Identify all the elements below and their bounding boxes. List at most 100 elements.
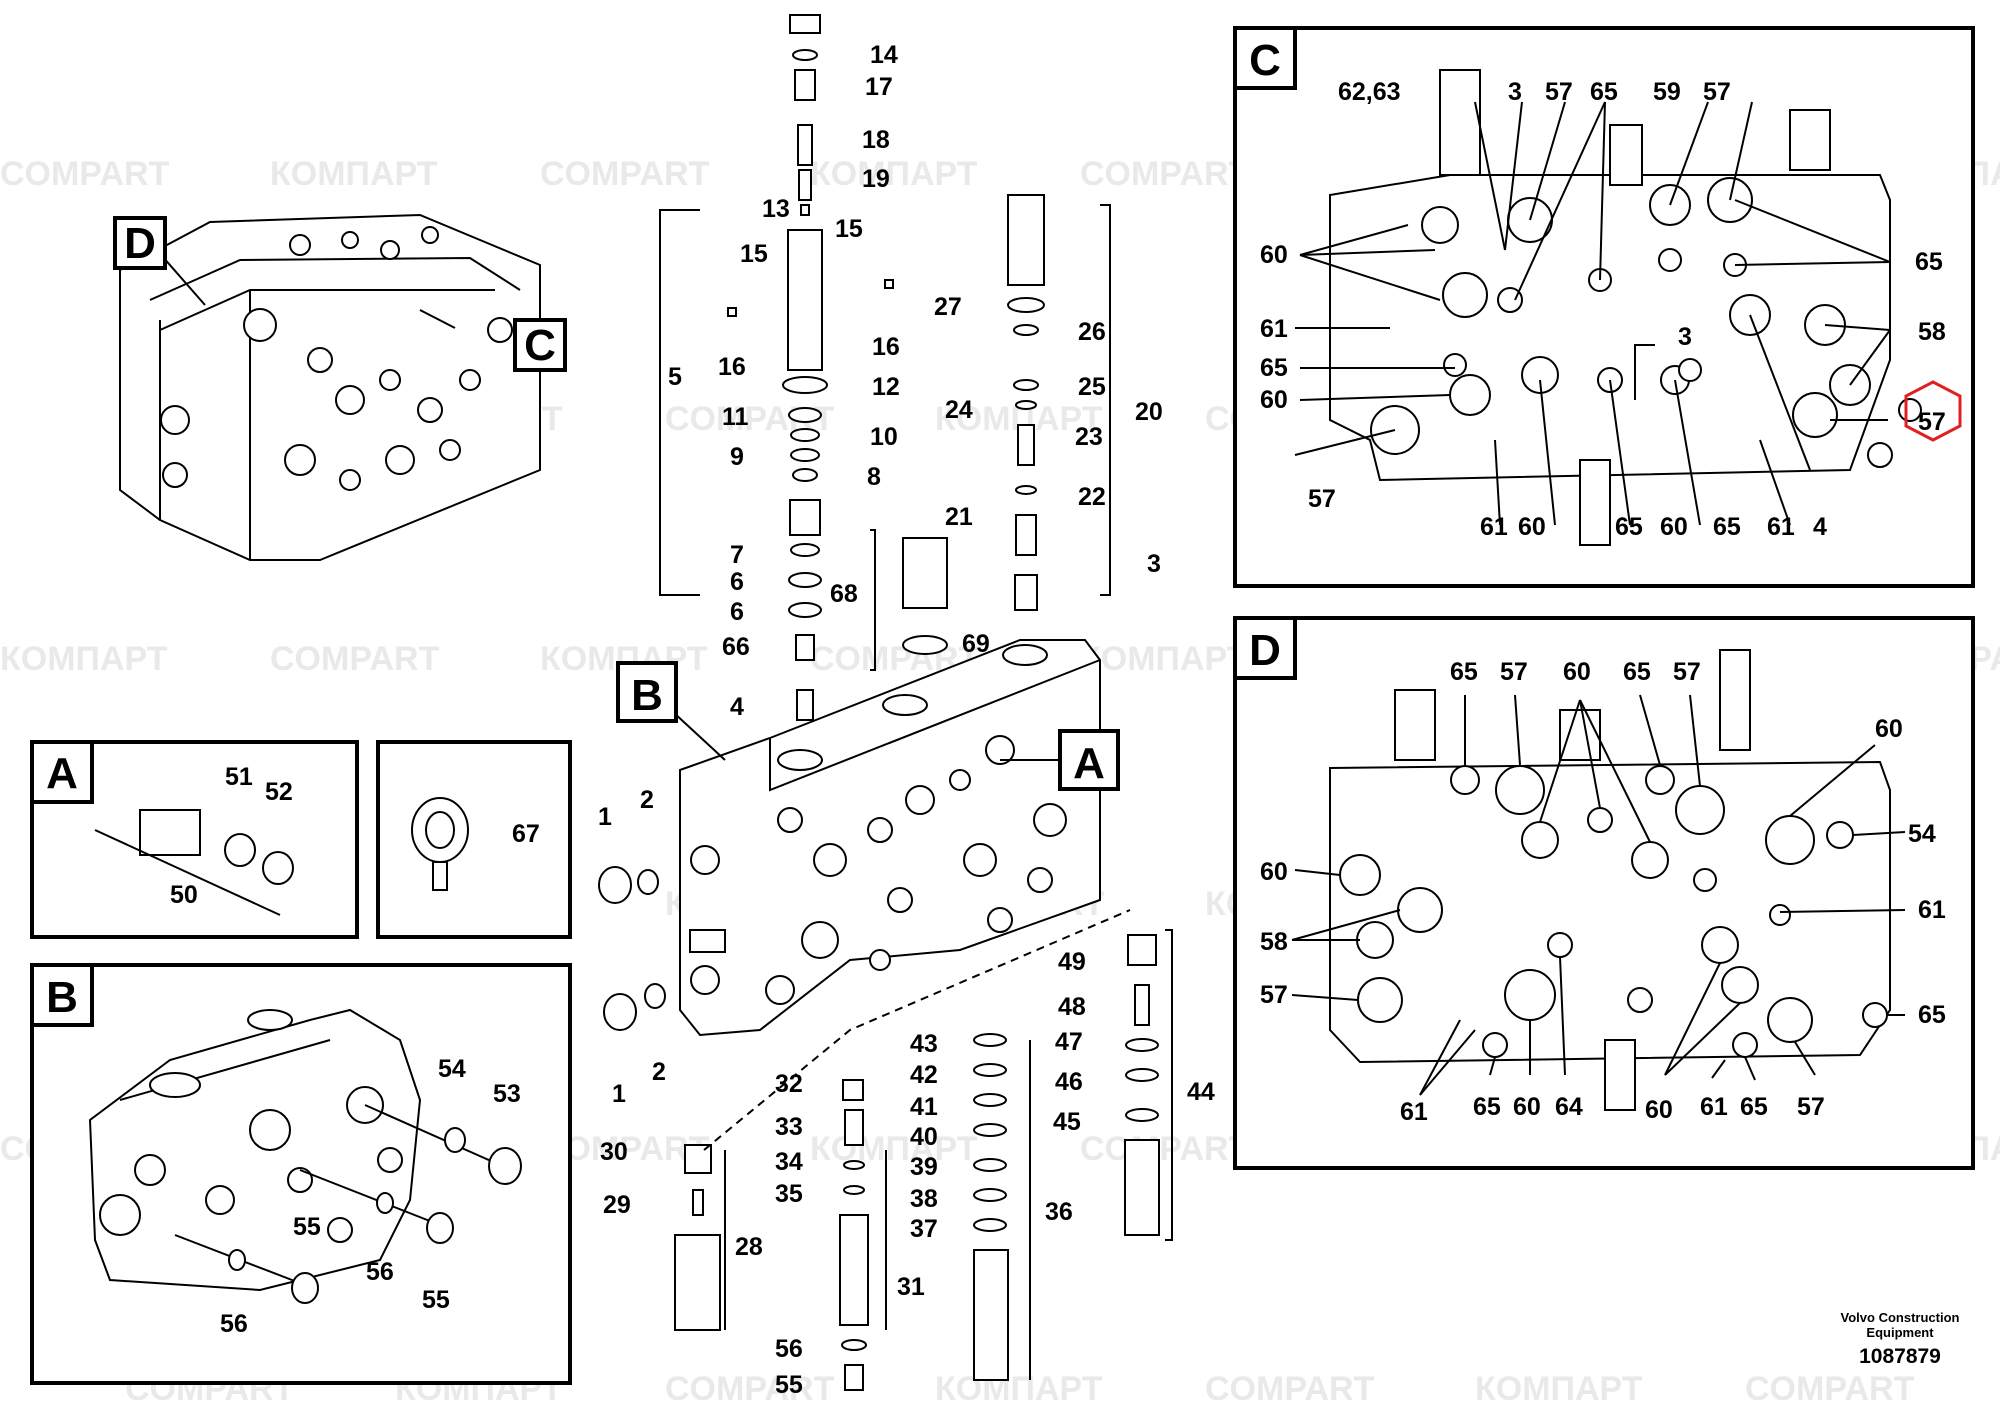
watermark-text: КОМПАРТ: [935, 1370, 1103, 1408]
callout-69: 69: [962, 630, 990, 658]
c-callout-57a: 57: [1545, 78, 1573, 106]
d-callout-65a: 65: [1450, 658, 1478, 686]
callout-2a: 2: [640, 786, 654, 814]
c-callout-57b: 57: [1703, 78, 1731, 106]
spool-stack-upper-left: [727, 14, 948, 721]
c-callout-61c: 61: [1767, 513, 1795, 541]
callout-45: 45: [1053, 1108, 1081, 1136]
callout-4: 4: [730, 693, 744, 721]
tag-a: [1058, 729, 1120, 791]
callout-15b: 15: [835, 215, 863, 243]
d-callout-61b: 61: [1400, 1098, 1428, 1126]
callout-55a: 55: [293, 1213, 321, 1241]
d-callout-58: 58: [1260, 928, 1288, 956]
callout-28: 28: [735, 1233, 763, 1261]
callout-14: 14: [870, 41, 898, 69]
callout-6a: 6: [730, 568, 744, 596]
callout-55b: 55: [422, 1286, 450, 1314]
callout-11: 11: [722, 403, 749, 431]
callout-40: 40: [910, 1123, 938, 1151]
callout-51: 51: [225, 763, 253, 791]
callout-2b: 2: [652, 1058, 666, 1086]
callout-25: 25: [1078, 373, 1106, 401]
d-callout-60a: 60: [1563, 658, 1591, 686]
callout-68: 68: [830, 580, 858, 608]
callout-31: 31: [897, 1273, 925, 1301]
watermark-text: COMPART: [1080, 1130, 1250, 1168]
spool-stack-lower: [674, 934, 1160, 1391]
callout-29: 29: [603, 1191, 631, 1219]
frame-b-letter: B: [46, 973, 78, 1022]
watermark-text: КОМПАРТ: [810, 1130, 978, 1168]
callout-37: 37: [910, 1215, 938, 1243]
frame-ring-eye: [376, 740, 572, 939]
watermark-text: COMPART: [1080, 155, 1250, 193]
c-callout-3a: 3: [1508, 78, 1522, 106]
side-plugs: [598, 866, 666, 1031]
callout-8: 8: [867, 463, 881, 491]
watermark-text: COMPART: [665, 1370, 835, 1408]
watermark-text: КОМПАРТ: [270, 155, 438, 193]
c-callout-65e: 65: [1713, 513, 1741, 541]
callout-48: 48: [1058, 993, 1086, 1021]
pointer-c-line: [419, 309, 456, 329]
callout-16b: 16: [872, 333, 900, 361]
tag-a-text: A: [1073, 739, 1105, 788]
callout-66: 66: [722, 633, 750, 661]
callout-22: 22: [1078, 483, 1106, 511]
overview-tag-c: [513, 318, 567, 372]
c-callout-65b: 65: [1915, 248, 1943, 276]
callout-32: 32: [775, 1070, 803, 1098]
c-callout-57c: 57: [1918, 408, 1946, 436]
highlight-hexagon: [1904, 380, 1962, 442]
callout-27: 27: [934, 293, 962, 321]
callout-39: 39: [910, 1153, 938, 1181]
callout-6b: 6: [730, 598, 744, 626]
callout-20: 20: [1135, 398, 1163, 426]
frame-a-letter: A: [46, 749, 78, 798]
overview-tag-d-text: D: [124, 219, 156, 268]
callout-15a: 15: [740, 240, 768, 268]
callout-56-main: 56: [775, 1335, 803, 1363]
callout-labels: 14 17 18 19 13 15 15 16 16 5 12 11 10 9 …: [170, 41, 1946, 1399]
title-block: Volvo Construction Equipment 1087879: [1800, 1310, 2000, 1369]
spool-stack-upper-right: [1007, 194, 1045, 611]
callout-38: 38: [910, 1185, 938, 1213]
callout-42: 42: [910, 1061, 938, 1089]
callout-34: 34: [775, 1148, 803, 1176]
callout-5: 5: [668, 363, 682, 391]
c-callout-3b: 3: [1678, 323, 1692, 351]
callout-1b: 1: [612, 1080, 626, 1108]
watermark-text: КОМПАРТ: [810, 155, 978, 193]
callout-67: 67: [512, 820, 540, 848]
callout-12: 12: [872, 373, 900, 401]
callout-3: 3: [1147, 550, 1161, 578]
watermark-text: КОМПАРТ: [1475, 1370, 1643, 1408]
callout-16a: 16: [718, 353, 746, 381]
callout-18: 18: [862, 126, 890, 154]
d-callout-57b: 57: [1673, 658, 1701, 686]
callout-52: 52: [265, 778, 293, 806]
callout-36: 36: [1045, 1198, 1073, 1226]
d-callout-60d: 60: [1513, 1093, 1541, 1121]
c-callout-65c: 65: [1260, 354, 1288, 382]
leader-lines-main: [659, 204, 1173, 1380]
callout-26: 26: [1078, 318, 1106, 346]
d-callout-60c: 60: [1260, 858, 1288, 886]
callout-21: 21: [945, 503, 973, 531]
callout-47: 47: [1055, 1028, 1083, 1056]
overview-valve-block: [119, 213, 541, 561]
callout-24: 24: [945, 396, 973, 424]
callout-55-main: 55: [775, 1371, 803, 1399]
frame-b: [30, 963, 572, 1385]
c-callout-61a: 61: [1260, 315, 1288, 343]
drawing-number: 1087879: [1859, 1345, 1941, 1368]
d-callout-65e: 65: [1740, 1093, 1768, 1121]
callout-43: 43: [910, 1030, 938, 1058]
frame-c: [1233, 26, 1975, 588]
c-callout-60b: 60: [1260, 386, 1288, 414]
d-callout-61c: 61: [1700, 1093, 1728, 1121]
callout-13: 13: [762, 195, 790, 223]
watermark-text: COMPART: [1745, 1370, 1915, 1408]
callout-46: 46: [1055, 1068, 1083, 1096]
